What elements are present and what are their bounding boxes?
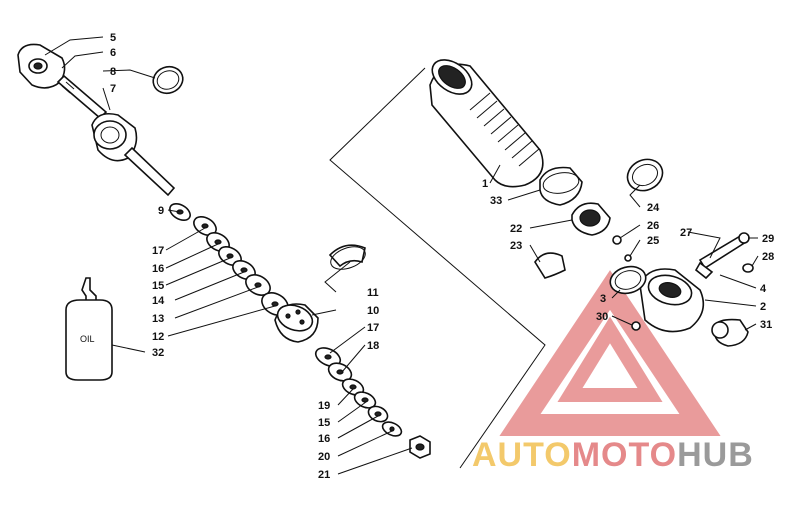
oil-bottle: OIL bbox=[65, 277, 113, 381]
watermark-logo bbox=[499, 270, 721, 436]
callout-8: 8 bbox=[110, 66, 116, 78]
callout-4: 4 bbox=[760, 283, 767, 295]
callout-20: 20 bbox=[318, 451, 330, 463]
callout-15a: 15 bbox=[152, 280, 164, 292]
shaft-assembly bbox=[17, 43, 184, 197]
watermark-text: AUTOMOTOHUB bbox=[472, 436, 754, 474]
callout-7: 7 bbox=[110, 83, 116, 95]
body-threads bbox=[469, 92, 540, 167]
shim-stack-lower bbox=[314, 347, 431, 459]
callout-18: 18 bbox=[367, 340, 379, 352]
callout-5: 5 bbox=[110, 32, 116, 44]
watermark-part-auto: AUTO bbox=[472, 436, 572, 474]
callout-33: 33 bbox=[490, 195, 502, 207]
callout-21: 21 bbox=[318, 469, 330, 481]
callout-19: 19 bbox=[318, 400, 330, 412]
callout-2: 2 bbox=[760, 301, 766, 313]
callout-27: 27 bbox=[680, 227, 692, 239]
oil-bottle-label: OIL bbox=[80, 334, 95, 344]
callout-24: 24 bbox=[647, 202, 660, 214]
svg-text:AUTOMOTOHUB: AUTOMOTOHUB bbox=[472, 436, 754, 474]
callout-11: 11 bbox=[367, 287, 379, 299]
callout-6: 6 bbox=[110, 47, 116, 59]
callout-31: 31 bbox=[760, 319, 772, 331]
callout-28: 28 bbox=[762, 251, 774, 263]
callout-16a: 16 bbox=[152, 263, 164, 275]
callout-17a: 17 bbox=[152, 245, 164, 257]
callout-14: 14 bbox=[152, 295, 165, 307]
leader-lines bbox=[44, 36, 759, 475]
callout-17b: 17 bbox=[367, 322, 379, 334]
callout-16b: 16 bbox=[318, 433, 330, 445]
callout-26: 26 bbox=[647, 220, 659, 232]
callout-10: 10 bbox=[367, 305, 379, 317]
callout-15b: 15 bbox=[318, 417, 330, 429]
callout-9: 9 bbox=[158, 205, 164, 217]
callout-labels: 5 6 8 7 9 17 16 15 14 13 12 32 11 10 17 … bbox=[110, 32, 774, 481]
callout-22: 22 bbox=[510, 223, 522, 235]
watermark-part-hub: HUB bbox=[677, 436, 754, 474]
callout-12: 12 bbox=[152, 331, 164, 343]
callout-1: 1 bbox=[482, 178, 488, 190]
callout-3: 3 bbox=[600, 293, 606, 305]
watermark-part-moto: MOTO bbox=[572, 436, 677, 474]
callout-13: 13 bbox=[152, 313, 164, 325]
callout-23: 23 bbox=[510, 240, 522, 252]
callout-32: 32 bbox=[152, 347, 164, 359]
shim-stack-upper bbox=[169, 203, 289, 316]
callout-25: 25 bbox=[647, 235, 659, 247]
callout-29: 29 bbox=[762, 233, 774, 245]
callout-30: 30 bbox=[596, 311, 608, 323]
shock-body-assembly bbox=[429, 59, 754, 347]
piston-assembly bbox=[274, 244, 366, 343]
assembly-divider-line bbox=[329, 67, 546, 469]
